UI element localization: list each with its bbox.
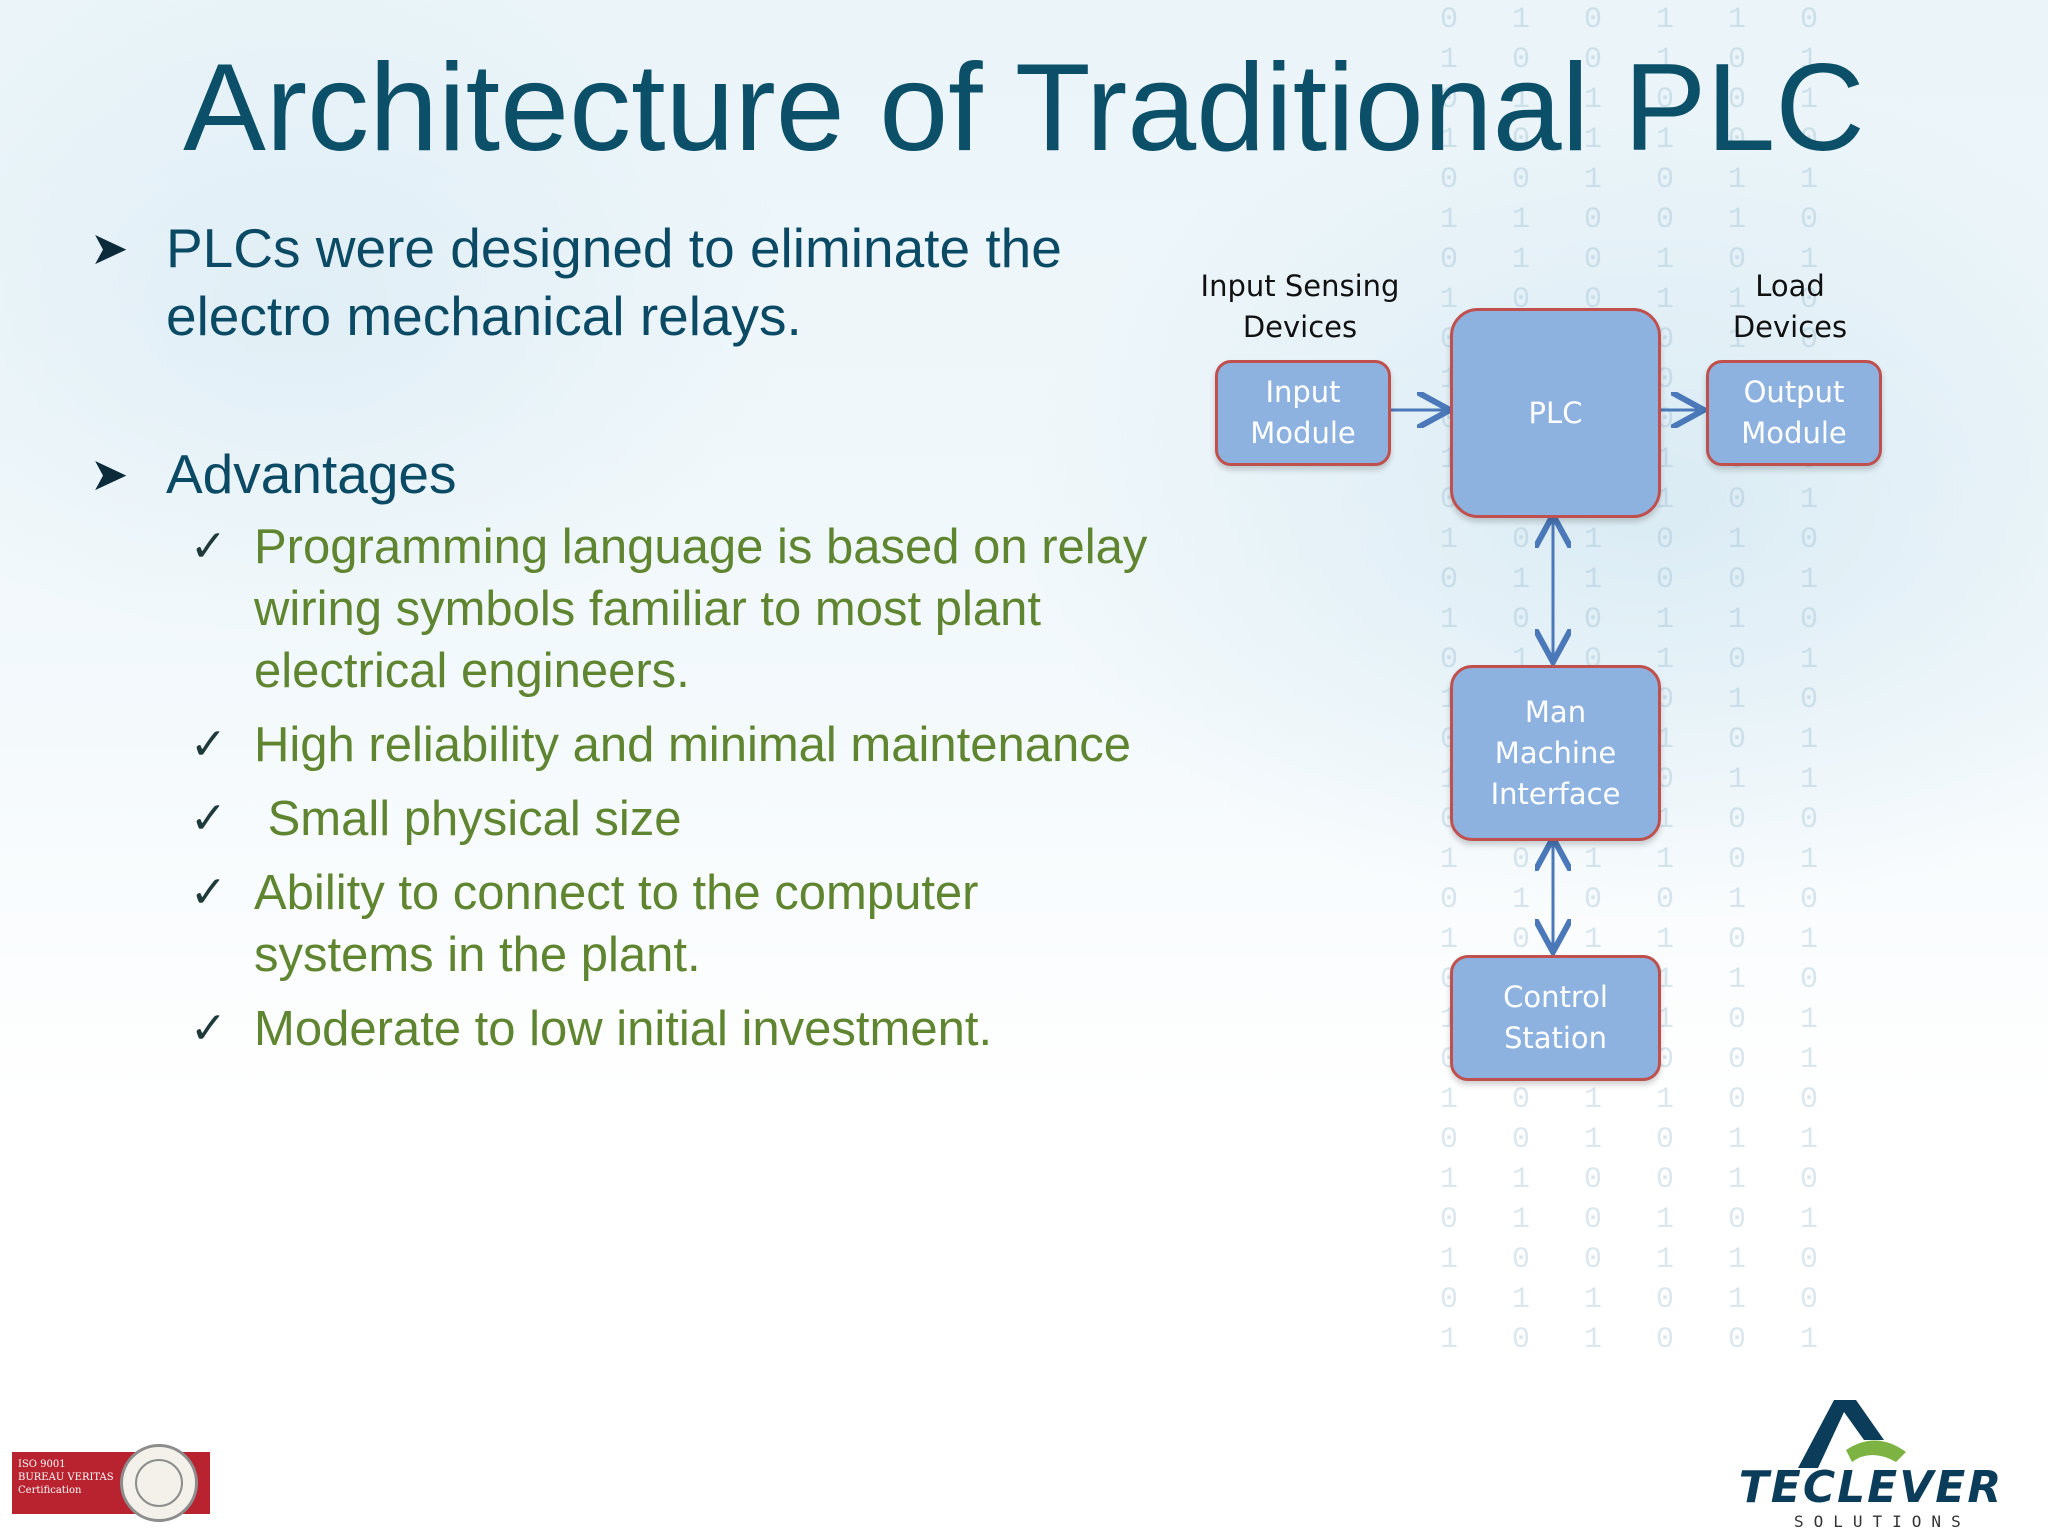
plc-architecture-diagram: Input Sensing Devices Load Devices Input…	[1180, 250, 1920, 1100]
plc-box: PLC	[1450, 308, 1661, 518]
advantage-text: Moderate to low initial investment.	[254, 1002, 993, 1056]
iso-text: Certification	[18, 1485, 82, 1496]
check-icon: ✓	[190, 868, 227, 917]
advantage-item: ✓ High reliability and minimal maintenan…	[190, 714, 1150, 776]
input-sensing-devices-label: Input Sensing Devices	[1180, 266, 1420, 348]
teclever-logo: TECLEVER SOLUTIONS	[1706, 1390, 2036, 1531]
box-text: Machine	[1494, 735, 1617, 770]
bullet-item: ➤ Advantages	[90, 440, 1150, 508]
advantage-item: ✓ Programming language is based on relay…	[190, 516, 1150, 702]
check-icon: ✓	[190, 720, 227, 769]
brand-subtitle: SOLUTIONS	[1794, 1512, 1971, 1531]
box-text: Control	[1503, 980, 1608, 1014]
control-station-box: Control Station	[1450, 955, 1661, 1081]
label-line: Devices	[1732, 310, 1848, 344]
box-text: Module	[1250, 416, 1356, 450]
arrow-bullet-icon: ➤	[90, 448, 129, 500]
bullet-text: Advantages	[166, 443, 457, 505]
box-text: Interface	[1490, 776, 1621, 811]
advantage-item: ✓ Moderate to low initial investment.	[190, 998, 1150, 1060]
advantage-text: High reliability and minimal maintenance	[254, 718, 1131, 772]
iso-text: BUREAU VERITAS	[18, 1472, 114, 1483]
label-line: Devices	[1242, 310, 1358, 344]
advantages-list: ✓ Programming language is based on relay…	[190, 516, 1150, 1060]
check-icon: ✓	[190, 794, 227, 843]
check-icon: ✓	[190, 1004, 227, 1053]
advantage-text: Programming language is based on relay w…	[254, 520, 1148, 698]
label-line: Load	[1755, 269, 1825, 303]
bureau-veritas-iso-logo: ISO 9001 BUREAU VERITAS Certification	[12, 1444, 210, 1524]
box-text: Input	[1265, 375, 1341, 409]
advantage-item: ✓ Small physical size	[190, 788, 1150, 850]
advantage-item: ✓ Ability to connect to the computer sys…	[190, 862, 1150, 986]
check-icon: ✓	[190, 522, 227, 571]
box-text: Man	[1524, 694, 1587, 729]
diagram-connectors	[1387, 250, 1920, 1100]
input-module-box: Input Module	[1215, 360, 1391, 466]
label-line: Input Sensing	[1200, 269, 1400, 303]
content-text: ➤ PLCs were designed to eliminate the el…	[90, 214, 1150, 1072]
load-devices-label: Load Devices	[1720, 266, 1860, 348]
footer-band	[0, 1380, 2048, 1536]
bullet-item: ➤ PLCs were designed to eliminate the el…	[90, 214, 1150, 350]
box-text: PLC	[1528, 395, 1583, 430]
man-machine-interface-box: Man Machine Interface	[1450, 665, 1661, 841]
advantage-text: Small physical size	[254, 792, 682, 846]
iso-text: ISO 9001	[18, 1459, 66, 1470]
arrow-bullet-icon: ➤	[90, 222, 129, 274]
logo-mark-icon	[1798, 1400, 1906, 1468]
bullet-text: PLCs were designed to eliminate the elec…	[166, 217, 1062, 347]
box-text: Station	[1503, 1021, 1608, 1055]
output-module-box: Output Module	[1706, 360, 1882, 466]
box-text: Module	[1741, 416, 1847, 450]
brand-name: TECLEVER	[1738, 1462, 2004, 1513]
box-text: Output	[1743, 375, 1845, 409]
advantage-text: Ability to connect to the computer syste…	[254, 866, 979, 982]
seal-icon	[120, 1444, 198, 1522]
slide-title: Architecture of Traditional PLC	[183, 39, 1865, 177]
